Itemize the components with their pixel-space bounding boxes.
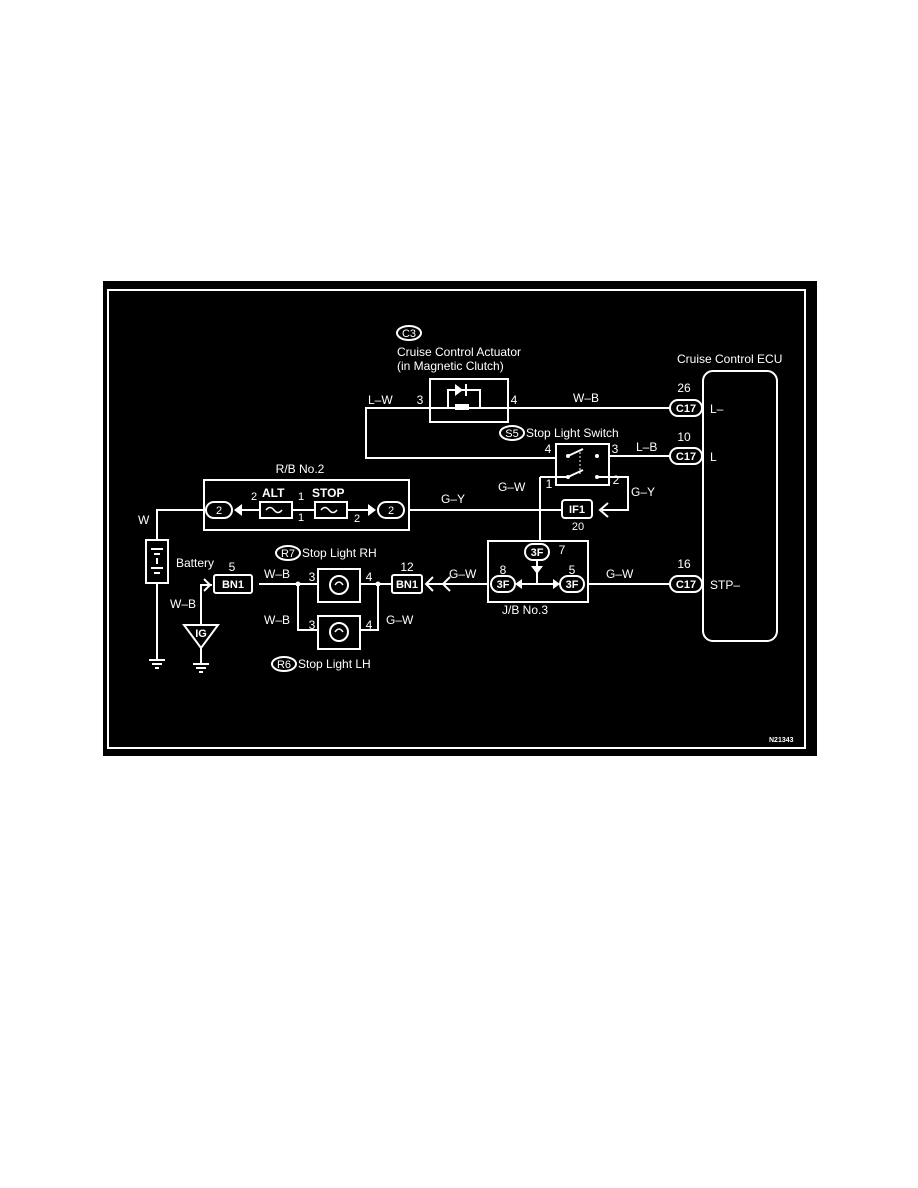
ig-label: IG	[195, 628, 207, 640]
relay-block-2: R/B No.2 2 ALT STOP 2 2 1 1 2	[203, 462, 410, 531]
fuse-stop-pin-out: 2	[354, 513, 360, 525]
fuse-alt-pin-in: 2	[251, 491, 257, 503]
wire-label-gw-ecu: G–W	[606, 567, 634, 581]
stop-light-switch: S5 Stop Light Switch 4 3 1 2	[499, 425, 620, 491]
relay-block-conn-right: 2	[388, 505, 394, 517]
wire-label-gy-switch: G–Y	[631, 485, 655, 499]
stop-switch-code: S5	[505, 428, 518, 440]
stop-lh-pin-4: 4	[366, 618, 373, 632]
svg-text:L: L	[710, 450, 717, 464]
wire-label-lw: L–W	[368, 393, 393, 407]
svg-text:10: 10	[677, 430, 691, 444]
ecu-terminal-STP-minus: 16 C17 STP–	[669, 557, 740, 593]
jb-pin-8: 8	[500, 563, 507, 577]
fuse-stop-pin-in: 1	[298, 512, 304, 524]
stop-lh-code: R6	[277, 659, 291, 671]
jb-pin-7: 7	[559, 543, 566, 557]
wire-label-wb-top: W–B	[573, 391, 599, 405]
fuse-stop-label: STOP	[312, 486, 344, 500]
junction-block-3: 3F 3F 3F 7 8 5 J/B No.3	[487, 540, 589, 617]
bn1-right-pin: 12	[400, 560, 414, 574]
bn1-left-label: BN1	[222, 579, 244, 591]
stop-lh-title: Stop Light LH	[298, 657, 371, 671]
wire-label-wb-ig: W–B	[170, 597, 196, 611]
stop-lh-pin-3: 3	[309, 618, 316, 632]
cruise-control-ecu: Cruise Control ECU	[677, 352, 782, 642]
stop-light-rh: R7 Stop Light RH 3 4	[275, 545, 377, 603]
wire-labels: L–W W–B L–B G–W G–Y G–Y W W–B W–B W–B G–…	[138, 391, 657, 627]
stop-switch-pin-1: 1	[546, 477, 553, 491]
actuator-title: Cruise Control Actuator	[397, 345, 521, 359]
bn1-right-label: BN1	[396, 579, 418, 591]
relay-block-conn-left: 2	[216, 505, 222, 517]
stop-rh-code: R7	[281, 548, 295, 560]
ecu-title: Cruise Control ECU	[677, 352, 782, 366]
bn1-connector-left: 5 BN1	[213, 560, 253, 594]
stop-switch-pin-2: 2	[613, 473, 620, 487]
actuator-code: C3	[402, 328, 416, 340]
svg-text:26: 26	[677, 381, 691, 395]
wire-label-lb: L–B	[636, 440, 657, 454]
fuse-alt-label: ALT	[262, 486, 285, 500]
diagram-frame	[107, 289, 806, 749]
stop-rh-title: Stop Light RH	[302, 546, 377, 560]
battery-label: Battery	[176, 556, 214, 570]
battery: Battery	[145, 539, 214, 584]
wire-label-wb-lh: W–B	[264, 613, 290, 627]
stop-rh-pin-3: 3	[309, 570, 316, 584]
svg-text:C17: C17	[676, 579, 696, 591]
wires	[156, 407, 670, 664]
ignition-switch: IG	[182, 578, 220, 650]
actuator-pin-3: 3	[417, 393, 424, 407]
bn1-left-pin: 5	[229, 560, 236, 574]
svg-text:STP–: STP–	[710, 578, 740, 592]
svg-text:C17: C17	[676, 451, 696, 463]
fuse-alt-pin-out: 1	[298, 491, 304, 503]
jb-pin-5: 5	[569, 563, 576, 577]
stop-light-lh: 3 4 R6 Stop Light LH	[271, 615, 373, 672]
svg-text:L–: L–	[710, 402, 724, 416]
wire-label-wb-bn1: W–B	[264, 567, 290, 581]
jb-conn-right: 3F	[566, 579, 579, 591]
stop-switch-pin-3: 3	[612, 442, 619, 456]
jb-title: J/B No.3	[502, 603, 548, 617]
wire-label-gw-jb: G–W	[449, 567, 477, 581]
wire-label-w: W	[138, 513, 150, 527]
if1-connector: IF1 20	[561, 499, 609, 533]
bn1-connector-right: 12 BN1	[391, 560, 451, 594]
cruise-control-actuator: C3 Cruise Control Actuator (in Magnetic …	[396, 325, 521, 423]
relay-block-title: R/B No.2	[276, 462, 325, 476]
ig-ground-icon	[193, 663, 209, 673]
if1-pin: 20	[572, 521, 584, 533]
wire-label-gy-rb: G–Y	[441, 492, 465, 506]
battery-ground-icon	[149, 659, 165, 669]
if1-label: IF1	[569, 504, 585, 516]
stop-switch-title: Stop Light Switch	[526, 426, 619, 440]
stop-switch-pin-4: 4	[545, 442, 552, 456]
actuator-pin-4: 4	[511, 393, 518, 407]
node-dot	[295, 581, 301, 587]
diagram-id: N21343	[769, 737, 794, 744]
svg-text:C17: C17	[676, 403, 696, 415]
wire-label-gw-lh: G–W	[386, 613, 414, 627]
svg-text:16: 16	[677, 557, 691, 571]
ecu-terminal-L-minus: 26 C17 L–	[669, 381, 724, 417]
stop-rh-pin-4: 4	[366, 570, 373, 584]
jb-conn-top: 3F	[531, 547, 544, 559]
actuator-subtitle: (in Magnetic Clutch)	[397, 359, 504, 373]
node-dot	[375, 581, 381, 587]
ecu-terminal-L: 10 C17 L	[669, 430, 717, 465]
jb-conn-left: 3F	[497, 579, 510, 591]
wire-label-gw-switch: G–W	[498, 480, 526, 494]
